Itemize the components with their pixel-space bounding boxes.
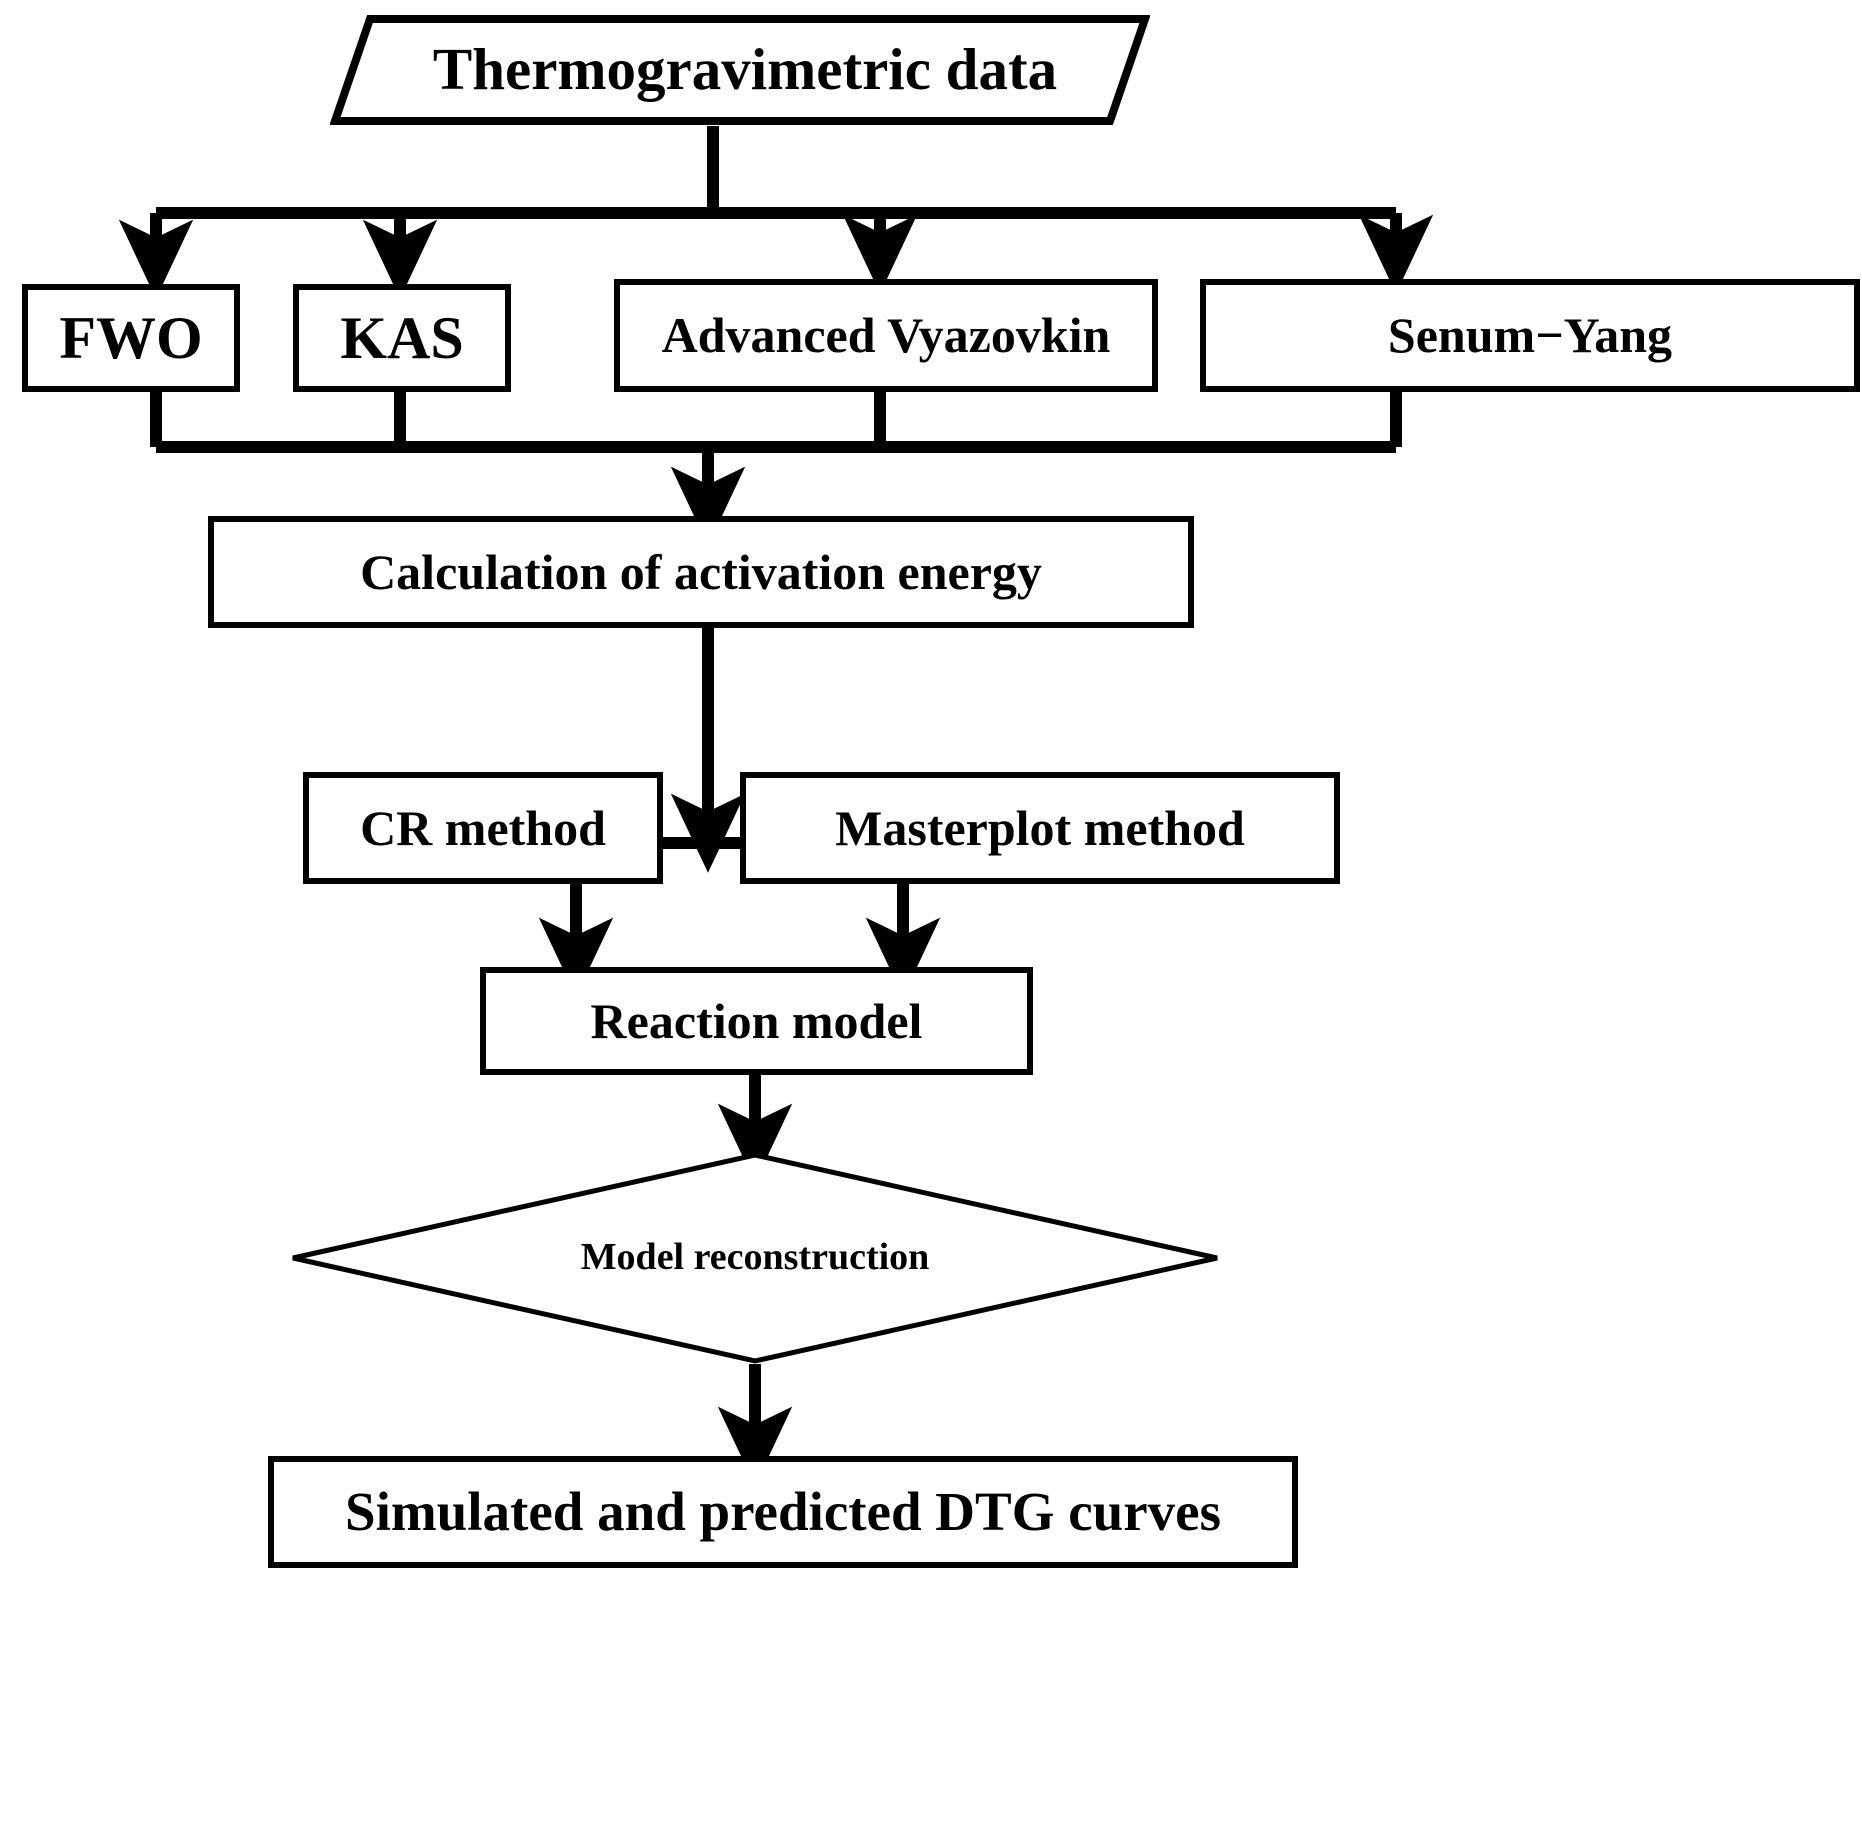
node-label: CR method <box>360 799 606 856</box>
node-label: Thermogravimetric data <box>432 36 1058 103</box>
node-calculation-of-activation-energy[interactable]: Calculation of activation energy <box>208 516 1194 628</box>
node-model-reconstruction[interactable]: Model reconstruction <box>290 1152 1220 1364</box>
node-cr-method[interactable]: CR method <box>303 772 663 884</box>
node-label: Senum−Yang <box>1387 307 1673 364</box>
node-reaction-model[interactable]: Reaction model <box>480 967 1033 1075</box>
node-label: Masterplot method <box>835 799 1245 856</box>
edge-input-to-methods <box>118 126 1434 299</box>
node-label: Calculation of activation energy <box>360 543 1042 600</box>
edge-methods-to-activation <box>150 392 1402 546</box>
node-label: Advanced Vyazovkin <box>661 307 1111 364</box>
node-simulated-predicted-dtg-curves[interactable]: Simulated and predicted DTG curves <box>268 1456 1298 1568</box>
parallelogram-shape <box>330 15 1150 125</box>
node-label: Simulated and predicted DTG curves <box>345 1481 1221 1543</box>
node-thermogravimetric-data[interactable]: Thermogravimetric data <box>330 14 1150 126</box>
node-fwo[interactable]: FWO <box>22 284 240 392</box>
node-label: Reaction model <box>590 992 923 1049</box>
node-label: Model reconstruction <box>580 1236 930 1279</box>
node-advanced-vyazovkin[interactable]: Advanced Vyazovkin <box>614 279 1158 392</box>
node-label: KAS <box>340 304 464 371</box>
diamond-shape <box>290 1152 1220 1364</box>
node-kas[interactable]: KAS <box>293 284 511 392</box>
node-label: FWO <box>59 304 203 371</box>
node-senum-yang[interactable]: Senum−Yang <box>1200 279 1860 392</box>
edge-models-to-reaction <box>538 884 941 997</box>
node-masterplot-method[interactable]: Masterplot method <box>740 772 1340 884</box>
